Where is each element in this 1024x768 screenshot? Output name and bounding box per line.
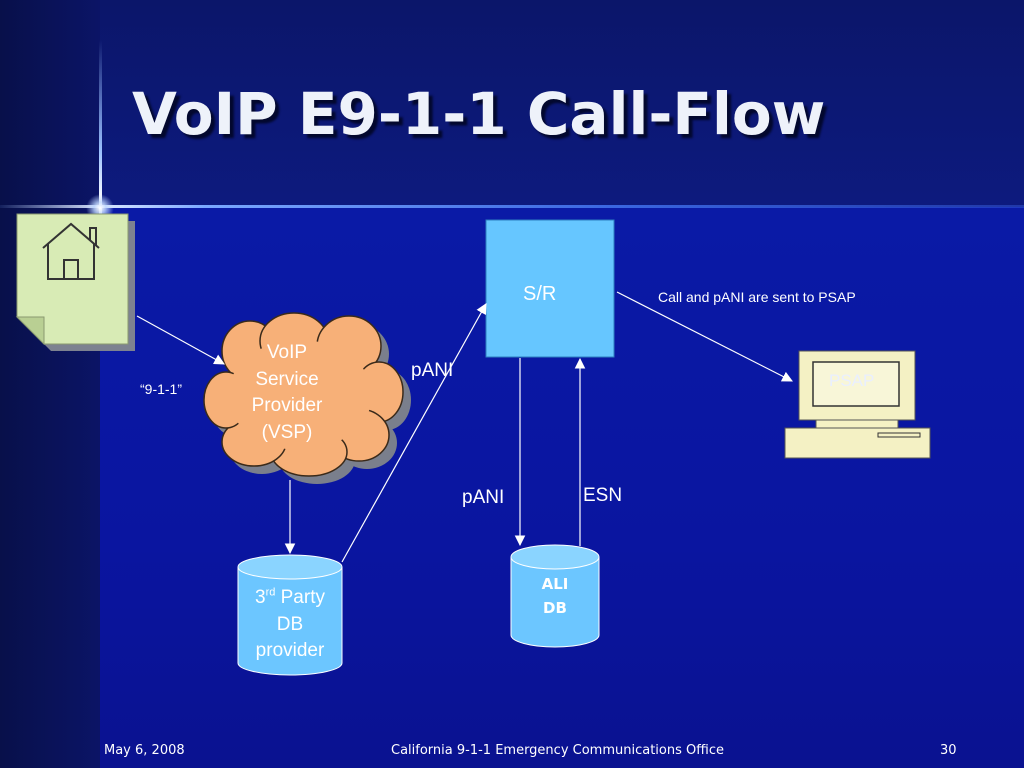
house-icon xyxy=(42,222,100,280)
decorative-horizontal-line xyxy=(0,205,1024,208)
vsp-cloud xyxy=(203,312,411,484)
to-psap-label: Call and pANI are sent to PSAP xyxy=(658,289,856,305)
third-party-db-number: 3 xyxy=(255,587,266,608)
third-party-db-cylinder xyxy=(237,554,343,676)
arrow-db-to-sr xyxy=(341,303,487,563)
psap-label: PSAP xyxy=(829,371,875,390)
third-party-db-party: Party xyxy=(275,587,325,608)
vsp-label: VoIP Service Provider (VSP) xyxy=(232,340,342,446)
pani-to-sr-label: pANI xyxy=(411,360,454,381)
footer-organization: California 9-1-1 Emergency Communication… xyxy=(391,743,724,758)
footer-date: May 6, 2008 xyxy=(104,743,185,758)
house-document-icon xyxy=(15,213,135,351)
sr-label: S/R xyxy=(523,283,557,305)
arrow-sr-to-psap xyxy=(616,291,793,382)
slide-title: VoIP E9-1-1 Call-Flow xyxy=(132,80,826,148)
ali-db-cylinder xyxy=(510,544,600,648)
decorative-vertical-line xyxy=(99,40,102,290)
vsp-label-line: VoIP xyxy=(266,342,308,363)
psap-computer-icon xyxy=(784,350,931,459)
vsp-label-line: Service xyxy=(255,368,319,390)
ali-db-label: ALI DB xyxy=(529,572,581,620)
esn-label: ESN xyxy=(583,485,623,506)
call-911-label: “9-1-1” xyxy=(140,381,183,397)
footer-page-number: 30 xyxy=(940,743,957,758)
third-party-db-line3: provider xyxy=(255,640,325,662)
vsp-label-line: Provider xyxy=(251,395,323,417)
arrow-house-to-vsp xyxy=(136,315,225,365)
sr-box xyxy=(485,219,615,358)
third-party-db-line2: DB xyxy=(276,613,304,635)
vsp-label-line: (VSP) xyxy=(261,421,313,443)
ali-db-label-line: ALI xyxy=(541,575,569,593)
third-party-db-superscript: rd xyxy=(265,586,276,599)
ali-db-label-line: DB xyxy=(543,599,567,617)
pani-to-ali-label: pANI xyxy=(462,487,505,508)
third-party-db-line1: 3rd Party xyxy=(238,585,342,612)
left-band xyxy=(0,0,100,768)
third-party-db-label: 3rd Party DB provider xyxy=(238,585,342,665)
title-band xyxy=(100,0,1024,207)
